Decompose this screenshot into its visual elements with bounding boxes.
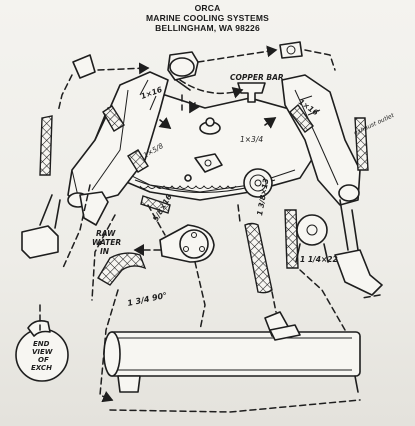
title-block: ORCA MARINE COOLING SYSTEMS BELLINGHAM, … [0, 3, 415, 33]
raw-water-pump [159, 224, 215, 263]
flow-lines [39, 45, 381, 413]
company-subtitle: MARINE COOLING SYSTEMS [146, 13, 269, 23]
company-address: BELLINGHAM, WA 98226 [155, 23, 260, 33]
top-left-zinc [72, 54, 96, 79]
company-name: ORCA [194, 3, 221, 13]
center-fitting [184, 117, 223, 182]
label-end-view-1: END [33, 340, 50, 348]
circulating-pump [295, 214, 329, 263]
heat-exchanger [103, 311, 361, 393]
exchanger-end-view [15, 320, 69, 382]
right-bracket [334, 199, 383, 296]
hose-1x5-8 [127, 149, 149, 173]
label-elbow-90: 1 3/4 90° [127, 291, 168, 308]
label-raw-2: WATER [92, 238, 121, 247]
right-exhaust-manifold [281, 74, 361, 206]
water-pump-pulley [243, 168, 273, 198]
label-hose-right: 1 1/4×22 [300, 255, 338, 264]
flow-arrows [158, 100, 277, 129]
label-copper-bar: COPPER BAR [230, 73, 284, 82]
thermostat-housing [167, 51, 199, 91]
label-raw-1: RAW [96, 229, 116, 238]
label-hose-center-small: 1×3/4 [240, 135, 263, 144]
label-end-view-4: EXCH [31, 364, 52, 372]
label-end-view-3: OF [38, 356, 49, 364]
hoses [39, 103, 369, 294]
left-exhaust-manifold [67, 71, 169, 208]
left-bracket [21, 194, 61, 259]
label-raw-3: IN [100, 247, 110, 256]
label-end-view-2: VIEW [32, 348, 53, 356]
top-right-zinc [279, 41, 303, 59]
